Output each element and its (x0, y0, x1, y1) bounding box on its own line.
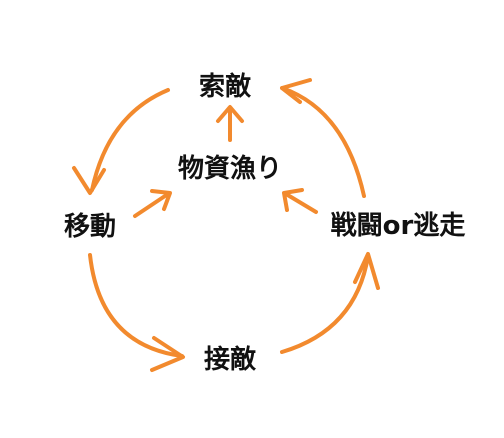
arrowhead-battle-to-search (280, 78, 312, 104)
node-contact: 接敵 (204, 345, 257, 375)
outer-cycle-arrows (72, 78, 380, 372)
arrowhead-battle-to-gather (282, 188, 304, 212)
arrowhead-move-to-gather (150, 189, 172, 211)
node-search: 索敵 (199, 72, 252, 102)
arrowhead-move-to-contact (150, 336, 185, 372)
arrow-contact-to-battle (280, 254, 370, 354)
arrowhead-contact-to-battle (353, 252, 380, 290)
node-gather: 物資漁り (178, 154, 282, 184)
arrowhead-search-to-move (72, 166, 106, 195)
arrow-move-to-gather (133, 192, 170, 218)
arrow-battle-to-search (280, 86, 366, 198)
node-move: 移動 (64, 212, 116, 242)
arrow-search-to-move (90, 88, 170, 192)
arrow-move-to-contact (88, 253, 184, 358)
node-battle: 戦闘or逃走 (331, 211, 466, 241)
arrowhead-gather-to-search (216, 105, 244, 123)
arrow-battle-to-gather (284, 192, 318, 214)
inner-arrows (133, 105, 318, 218)
